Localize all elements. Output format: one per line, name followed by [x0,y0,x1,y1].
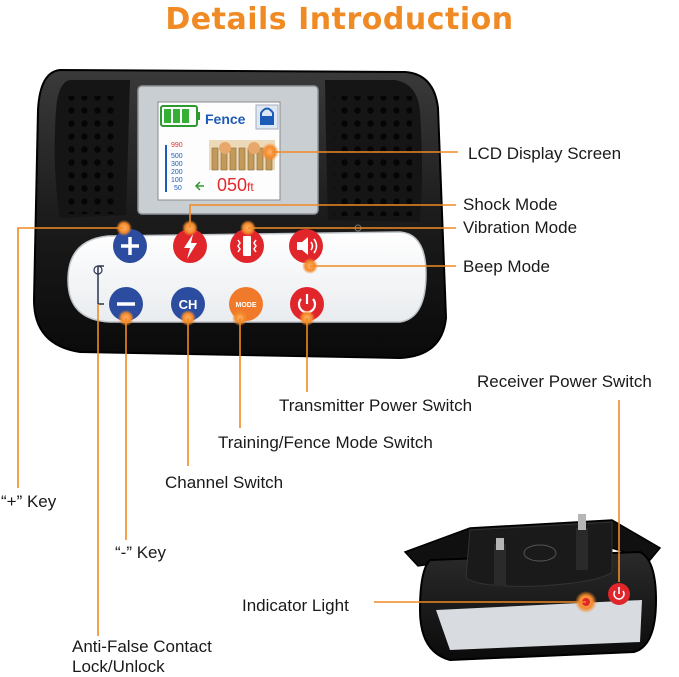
vibration-button[interactable] [230,220,264,263]
page-title: Details Introduction [165,2,514,37]
channel-button-label: CH [179,297,198,312]
lcd-mode-text: Fence [205,111,246,127]
label-channel-switch: Channel Switch [165,473,284,492]
label-training-fence-mode-switch: Training/Fence Mode Switch [218,433,433,452]
label-beep-mode: Beep Mode [463,257,550,276]
speaker-grille-right [334,96,412,216]
label-vibration-mode: Vibration Mode [463,218,578,237]
lcd-tick: 50 [174,185,182,192]
lightning-icon [184,234,197,259]
label-lock-line1: Anti-False Contact [72,637,212,656]
back-arrow-icon [194,181,204,191]
label-minus-key: “-” Key [115,543,166,562]
label-plus-key: “+” Key [1,492,57,511]
plus-button[interactable] [113,220,147,263]
lock-icon [260,107,274,117]
lcd-tick: 500 [171,153,183,160]
receiver-power-button[interactable] [608,583,630,605]
contact-prong [494,544,506,586]
lcd-tick: 300 [171,161,183,168]
label-indicator-light: Indicator Light [242,596,349,615]
vibration-icon [243,236,251,256]
receiver [403,514,662,662]
lcd-tick: 990 [171,142,183,149]
unlock-icon [93,265,103,275]
callout-lines [17,151,620,636]
contact-prong [576,528,588,570]
lcd-tick: 200 [171,169,183,176]
mode-button-label: MODE [236,302,257,309]
lcd-distance: 050ft [217,175,254,195]
speaker-icon [297,237,308,255]
button-panel [67,231,427,323]
power-icon [613,590,625,600]
lcd-tick: 100 [171,177,183,184]
label-shock-mode: Shock Mode [463,195,558,214]
label-lcd-display-screen: LCD Display Screen [468,144,622,163]
plus-icon [121,237,139,255]
label-receiver-power-switch: Receiver Power Switch [477,372,652,391]
dog-icon [219,142,231,154]
beep-button[interactable] [289,229,323,274]
label-lock-line2: Lock/Unlock [72,657,165,676]
dog-icon [248,142,260,154]
label-transmitter-power-switch: Transmitter Power Switch [279,396,473,415]
speaker-grille-left [62,96,120,214]
